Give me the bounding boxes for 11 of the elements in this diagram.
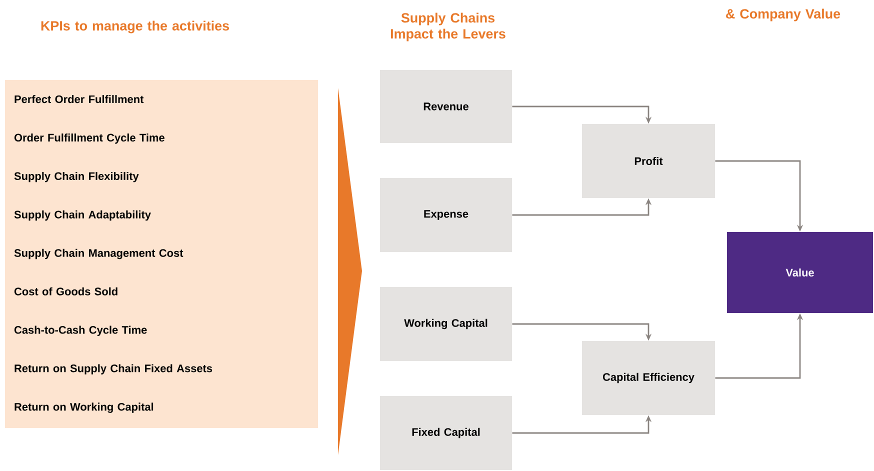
lever-box: Fixed Capital xyxy=(380,396,512,470)
lever-box: Profit xyxy=(582,124,715,198)
lever-box: Working Capital xyxy=(380,287,512,361)
kpi-list-box: Perfect Order Fulfillment Order Fulfillment Cycle Time Supply Chain Flexibility Supply Chain Adaptability Supply Chain Management Cost Cost of Goods Sold Cash-to-Cash Cycle Time Return on Supply Chain Fixed Assets Return on Working Capital xyxy=(5,80,318,428)
header-text: & Company Value xyxy=(726,8,840,22)
value-box: Value xyxy=(727,232,873,313)
lever-box: Capital Efficiency xyxy=(582,341,715,415)
header-text: KPIs to manage the activities xyxy=(41,20,229,34)
lever-box: Revenue xyxy=(380,70,512,143)
header-text: Supply Chains Impact the Levers xyxy=(390,12,506,42)
lever-box: Expense xyxy=(380,178,512,252)
